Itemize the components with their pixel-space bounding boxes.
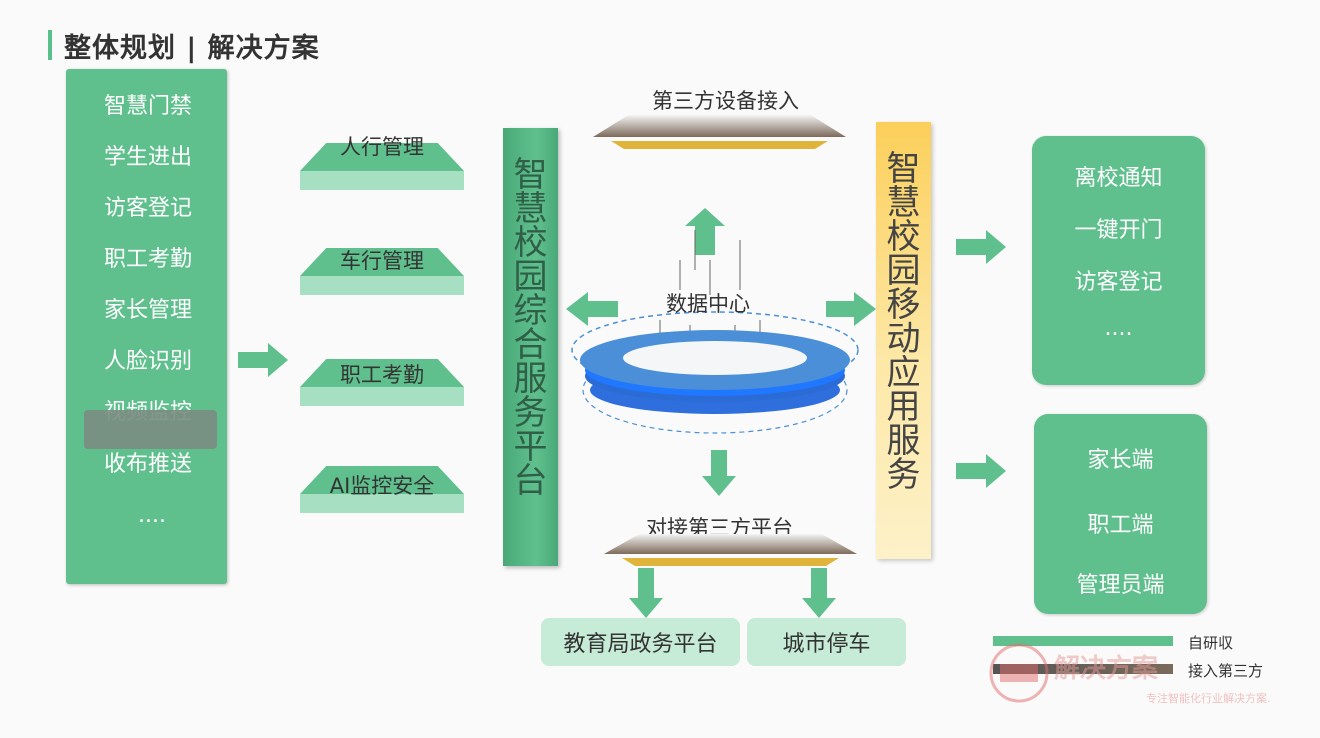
watermark-logo-icon [989,643,1049,703]
third-party-access-platform [593,115,846,151]
platform-char: 服 [513,359,548,399]
arrow-right-icon [956,454,1006,488]
page-title: 整体规划 | 解决方案 [64,33,320,64]
watermark-slogan: 专注智能化行业解决方案. [1146,692,1271,705]
integrated-service-platform: 智 慧 校 园 综 合 服 务 平 台 [503,128,558,566]
module-label: 职工考勤 [340,363,424,387]
arrow-right-icon [238,343,288,377]
arrow-up-icon [685,208,725,255]
arrow-down-icon [702,450,736,496]
education-bureau-platform: 教育局政务平台 [541,618,740,666]
data-center-graphic [571,208,859,434]
platform-char: 合 [513,325,548,365]
platform-char: 智 [513,155,548,195]
feature-item-more: .... [138,503,166,528]
arrow-down-icon [802,568,836,618]
arrow-down-icon [629,568,663,618]
feature-item: 职工考勤 [104,247,193,272]
client-box: 家长端 职工端 管理员端 [1034,414,1207,614]
city-parking: 城市停车 [747,618,906,666]
mobile-char: 慧 [886,183,921,223]
arrow-right-icon [956,230,1006,264]
mobile-char: 动 [886,319,921,359]
module-label: 人行管理 [340,135,424,159]
client-item: 职工端 [1087,513,1154,538]
module-people: 人行管理 [300,135,464,190]
mobile-char: 用 [886,387,921,427]
mobile-char: 服 [886,421,921,461]
arrow-right-icon [826,292,876,326]
notification-item: 离校通知 [1074,166,1163,191]
feature-item: 家长管理 [104,298,193,323]
arrow-left-icon [566,292,618,326]
platform-char: 校 [513,223,548,263]
platform-char: 综 [513,291,548,331]
module-ai-security: AI监控安全 [300,466,464,513]
selection-highlight [84,410,217,449]
feature-item: 智慧门禁 [104,94,193,119]
third-party-platform [604,534,857,568]
watermark-brand: 解决方案 [1054,654,1159,684]
module-vehicle: 车行管理 [300,248,464,295]
platform-char: 慧 [513,189,548,229]
notification-item: 一键开门 [1074,218,1163,243]
platform-char: 园 [513,257,548,297]
client-item: 家长端 [1087,448,1154,473]
legend-self-swatch [993,636,1173,646]
legend-self-label: 自研収 [1188,634,1234,652]
feature-item: 学生进出 [104,145,193,170]
notification-box: 离校通知 一键开门 访客登记 .... [1032,136,1205,385]
platform-char: 平 [513,427,548,467]
legend-third-swatch [993,664,1173,674]
platform-char: 务 [513,393,548,433]
mobile-char: 校 [886,217,921,257]
mobile-char: 园 [886,251,921,291]
third-party-access-label: 第三方设备接入 [652,89,799,113]
mobile-application-service: 智 慧 校 园 移 动 应 用 服 务 [876,122,931,559]
mobile-char: 务 [886,455,921,495]
title-accent-bar [48,30,52,60]
notification-item-more: .... [1104,316,1133,341]
platform-char: 台 [513,461,548,501]
mobile-char: 应 [886,353,921,393]
module-label: 车行管理 [340,249,424,273]
feature-item: 人脸识别 [104,349,193,374]
feature-item: 收布推送 [104,452,193,477]
mobile-char: 移 [886,285,921,325]
module-label: AI监控安全 [329,474,435,498]
legend-third-label: 接入第三方 [1188,662,1264,680]
module-attendance: 职工考勤 [300,359,464,406]
client-item: 管理员端 [1076,573,1165,598]
feature-item: 访客登记 [104,196,193,221]
data-center-label: 数据中心 [666,292,750,316]
notification-item: 访客登记 [1074,270,1163,295]
mobile-char: 智 [886,149,921,189]
